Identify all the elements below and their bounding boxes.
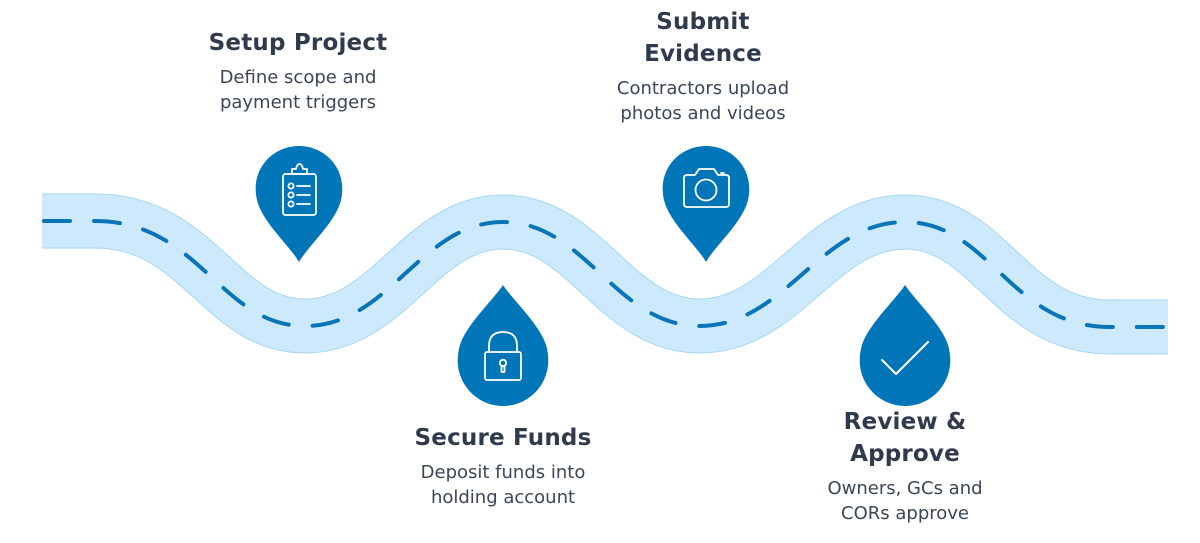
map-pin-marker bbox=[662, 146, 750, 262]
step-title: Submit Evidence bbox=[573, 6, 833, 70]
step-description: Contractors upload photos and videos bbox=[573, 76, 833, 126]
map-pin-marker bbox=[457, 285, 549, 406]
description-line: Define scope and bbox=[219, 67, 377, 88]
step-description: Owners, GCs and CORs approve bbox=[785, 476, 1025, 526]
description-line: photos and videos bbox=[620, 103, 786, 124]
title-line: Evidence bbox=[644, 41, 762, 67]
map-pin-marker bbox=[859, 285, 951, 406]
description-line: Deposit funds into bbox=[420, 462, 586, 483]
step-description: Define scope and payment triggers bbox=[178, 65, 418, 115]
step-4-pin bbox=[859, 285, 951, 406]
description-line: CORs approve bbox=[841, 503, 969, 524]
description-line: Owners, GCs and bbox=[827, 478, 983, 499]
step-title: Setup Project bbox=[208, 30, 388, 56]
step-3-pin bbox=[662, 146, 750, 262]
padlock-icon bbox=[484, 331, 522, 381]
road bbox=[40, 193, 1170, 355]
step-title: Review & Approve bbox=[785, 406, 1025, 470]
description-line: holding account bbox=[430, 487, 576, 508]
step-1-label: Setup Project Define scope and payment t… bbox=[178, 27, 418, 115]
step-4-label: Review & Approve Owners, GCs and CORs ap… bbox=[785, 406, 1025, 526]
step-3-label: Submit Evidence Contractors upload photo… bbox=[573, 6, 833, 126]
camera-icon bbox=[683, 168, 730, 208]
step-title: Secure Funds bbox=[414, 425, 592, 451]
title-line: Submit bbox=[656, 9, 750, 35]
title-line: Approve bbox=[850, 441, 960, 467]
step-description: Deposit funds into holding account bbox=[383, 460, 623, 510]
step-2-label: Secure Funds Deposit funds into holding … bbox=[383, 422, 623, 510]
description-line: Contractors upload bbox=[616, 78, 790, 99]
clipboard-checklist-icon bbox=[282, 163, 317, 216]
step-2-pin bbox=[457, 285, 549, 406]
title-line: Review & bbox=[843, 409, 967, 435]
road-surface bbox=[42, 194, 1168, 354]
checkmark-icon bbox=[881, 341, 929, 375]
description-line: payment triggers bbox=[219, 92, 377, 113]
step-1-pin bbox=[255, 146, 343, 262]
